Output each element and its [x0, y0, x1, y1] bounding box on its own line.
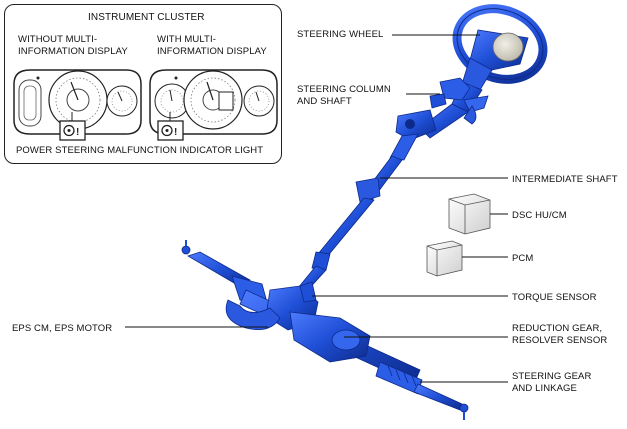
- label-eps-cm: EPS CM, EPS MOTOR: [12, 323, 113, 334]
- pcm-unit: [426, 240, 463, 277]
- without-mid-label: WITHOUT MULTI- INFORMATION DISPLAY: [18, 34, 128, 57]
- steering-wheel: [452, 4, 548, 91]
- steering-column: [389, 77, 489, 161]
- steering-gear-rack: [181, 240, 469, 420]
- instrument-cluster-inset: [4, 4, 282, 164]
- label-steering-wheel: STEERING WHEEL: [297, 29, 384, 40]
- leader-lines: [125, 34, 508, 383]
- intermediate-shaft: [297, 155, 403, 293]
- dsc-unit: [448, 193, 491, 235]
- label-steering-column: STEERING COLUMN AND SHAFT: [297, 84, 391, 107]
- with-mid-label: WITH MULTI- INFORMATION DISPLAY: [157, 34, 267, 57]
- svg-text:!: !: [174, 127, 177, 138]
- label-dsc: DSC HU/CM: [512, 210, 567, 221]
- inset-title: INSTRUMENT CLUSTER: [88, 12, 205, 23]
- svg-text:!: !: [76, 127, 79, 138]
- cluster-with-mid: [149, 69, 278, 135]
- steering-warning-icon-2: !: [157, 120, 184, 141]
- label-pcm: PCM: [512, 253, 534, 264]
- steering-warning-icon: !: [59, 120, 86, 141]
- indicator-light-label: POWER STEERING MALFUNCTION INDICATOR LIG…: [16, 145, 264, 156]
- label-steering-gear: STEERING GEAR AND LINKAGE: [512, 371, 592, 394]
- label-torque-sensor: TORQUE SENSOR: [512, 292, 597, 303]
- label-reduction-gear: REDUCTION GEAR, RESOLVER SENSOR: [512, 323, 608, 346]
- label-intermediate-shaft: INTERMEDIATE SHAFT: [512, 174, 618, 185]
